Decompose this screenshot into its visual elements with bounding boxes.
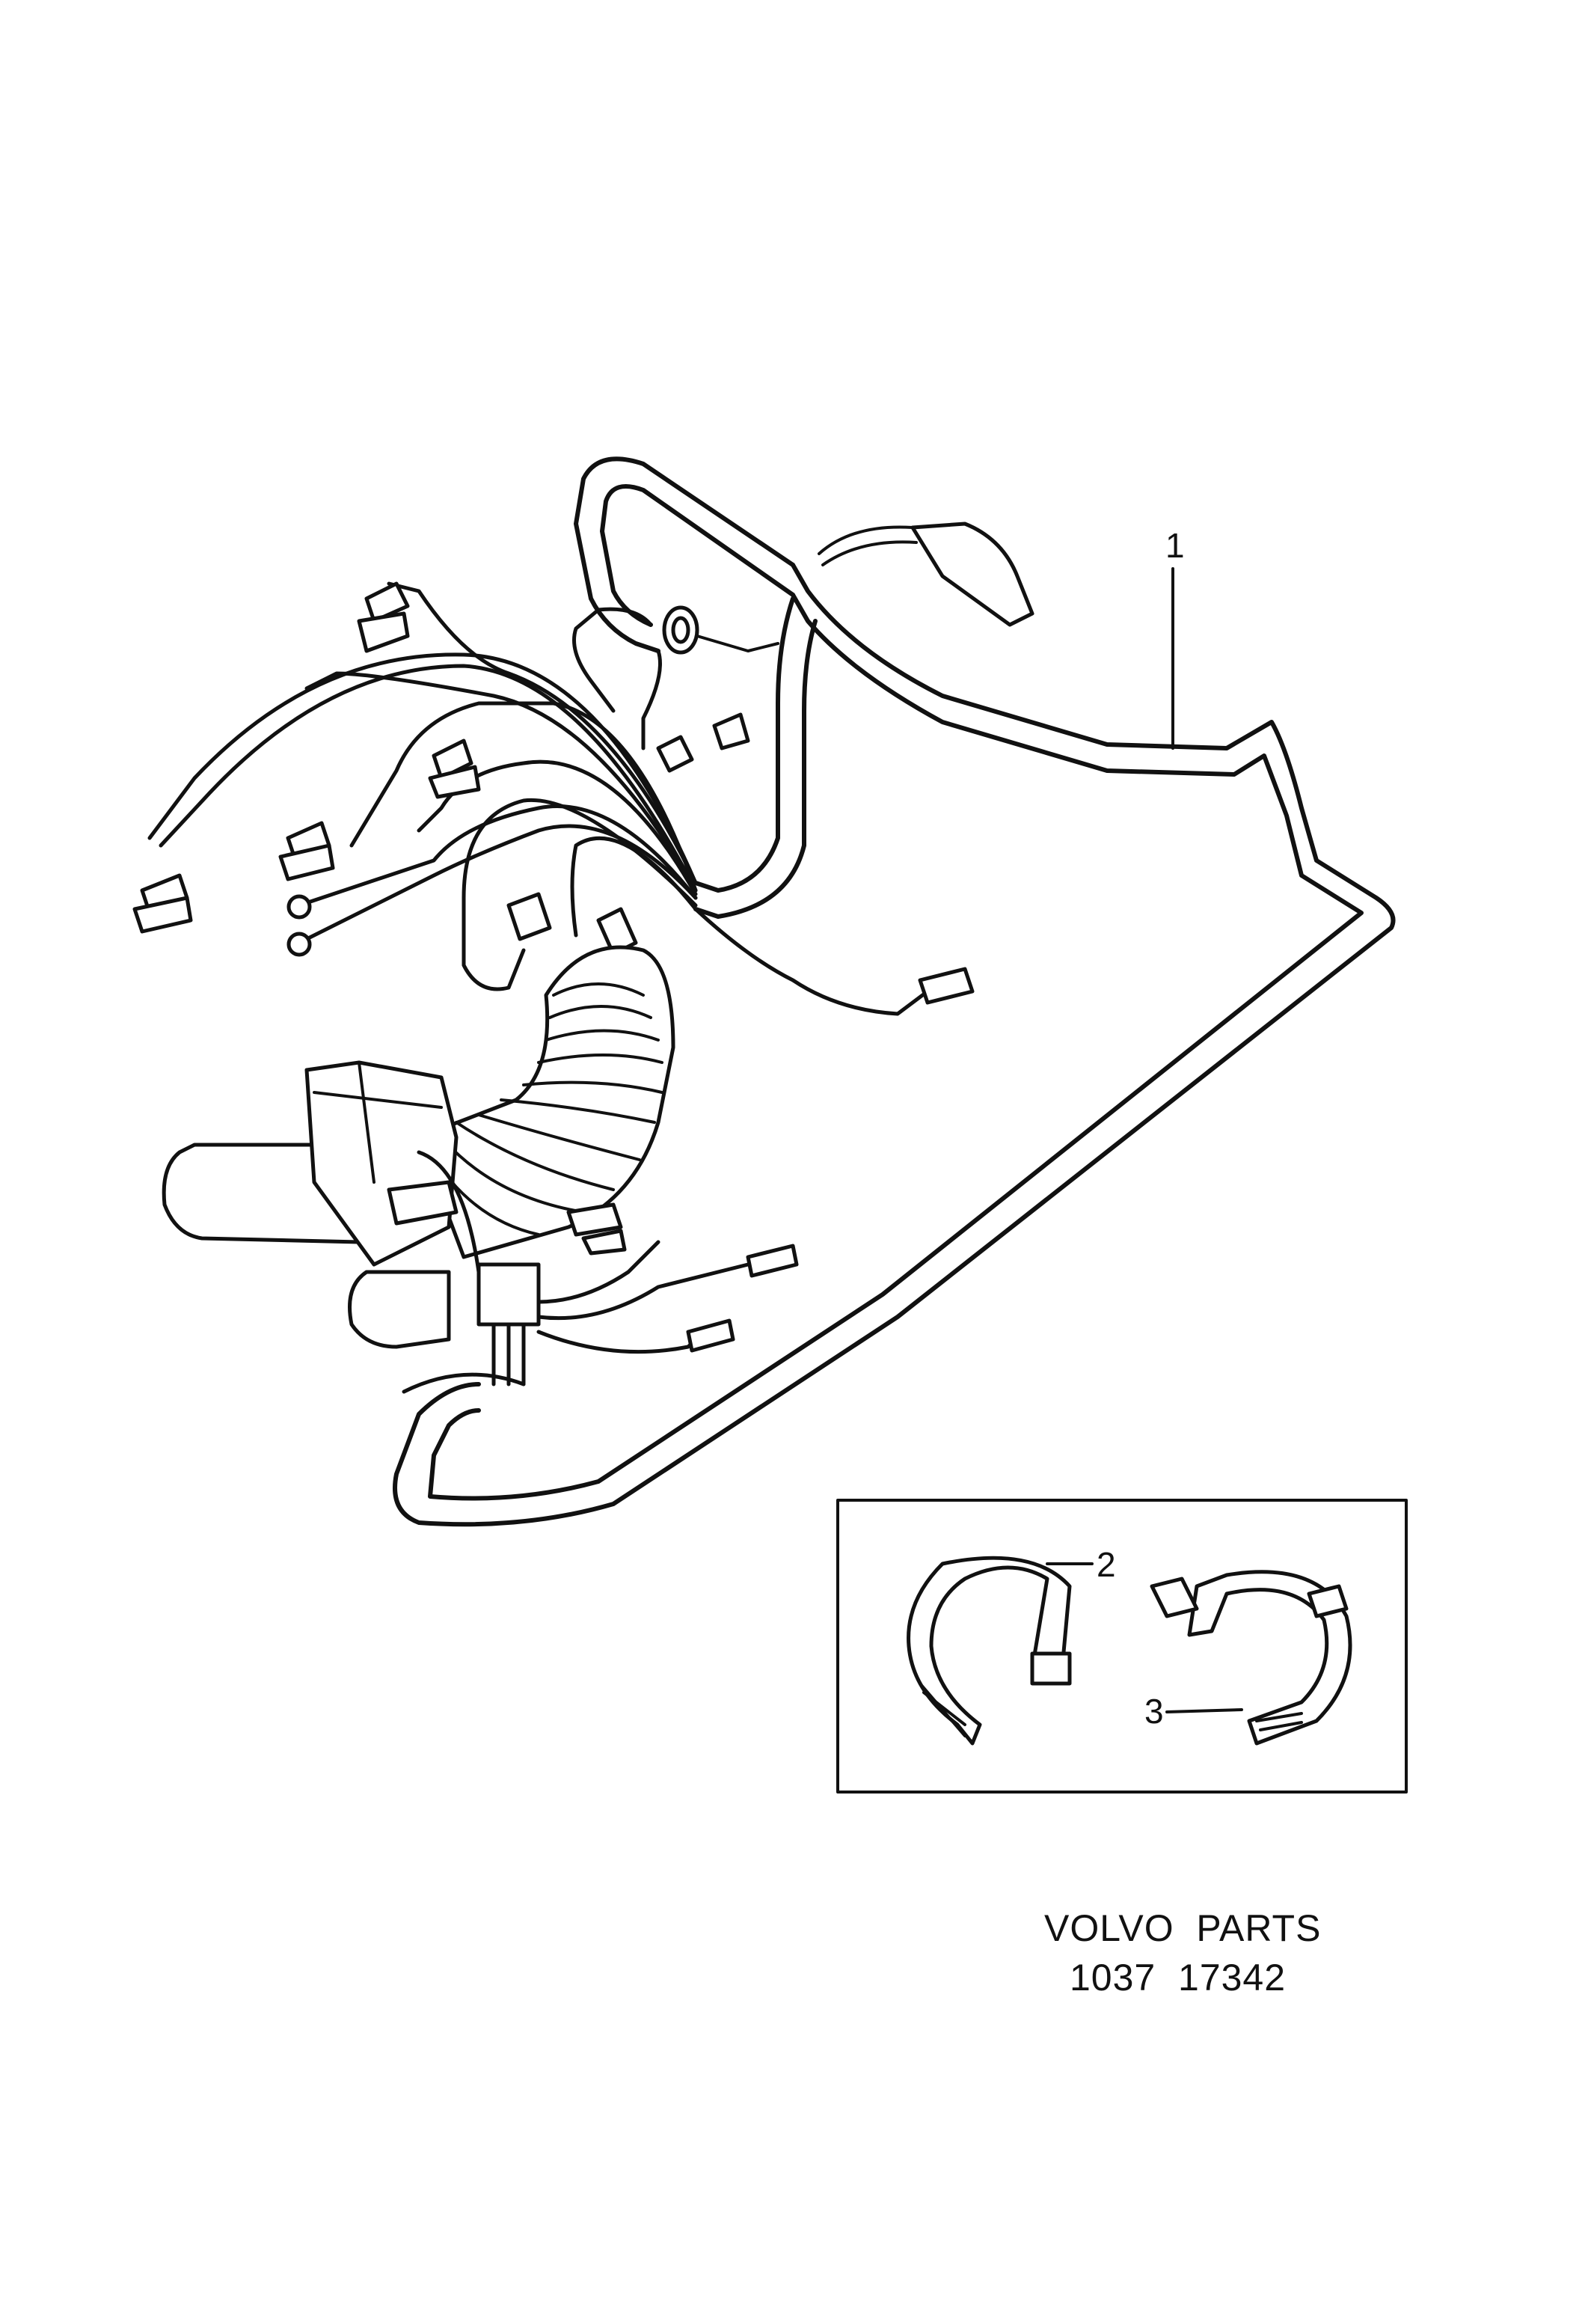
connector-plug: [132, 873, 193, 934]
callout-leader-3: [1165, 1708, 1243, 1713]
callout-1-label: 1: [1165, 526, 1185, 565]
ring-terminal: [286, 894, 312, 957]
footer-brand: VOLVO PARTS: [1044, 1907, 1322, 1949]
main-wiring-harness: [393, 456, 1396, 1527]
relay-box: [387, 1180, 459, 1226]
corrugated-conduit: [417, 945, 675, 1259]
clamp-right: [1150, 1570, 1352, 1746]
connector-plug: [596, 907, 638, 956]
grommet: [662, 605, 779, 655]
connector-plug: [918, 967, 975, 1005]
connector-block: [402, 1150, 750, 1394]
connector-plug: [656, 712, 750, 773]
connector-plug: [746, 1244, 799, 1278]
connector-top-right: [818, 522, 1034, 627]
connector-plug: [357, 581, 410, 653]
connector-plug: [686, 1318, 735, 1353]
branch-wires: [147, 581, 930, 1016]
connector-plug: [428, 739, 481, 799]
callout-3-label: 3: [1144, 1692, 1164, 1731]
clamp-left: [907, 1556, 1094, 1746]
connector-plug: [566, 1202, 627, 1256]
footer-drawing-number: 1037 17342: [1070, 1957, 1287, 1999]
callout-2-label: 2: [1097, 1545, 1116, 1584]
connector-plug: [278, 821, 335, 881]
connector-plug: [506, 892, 552, 941]
clamp-detail-inset: [836, 1499, 1408, 1794]
